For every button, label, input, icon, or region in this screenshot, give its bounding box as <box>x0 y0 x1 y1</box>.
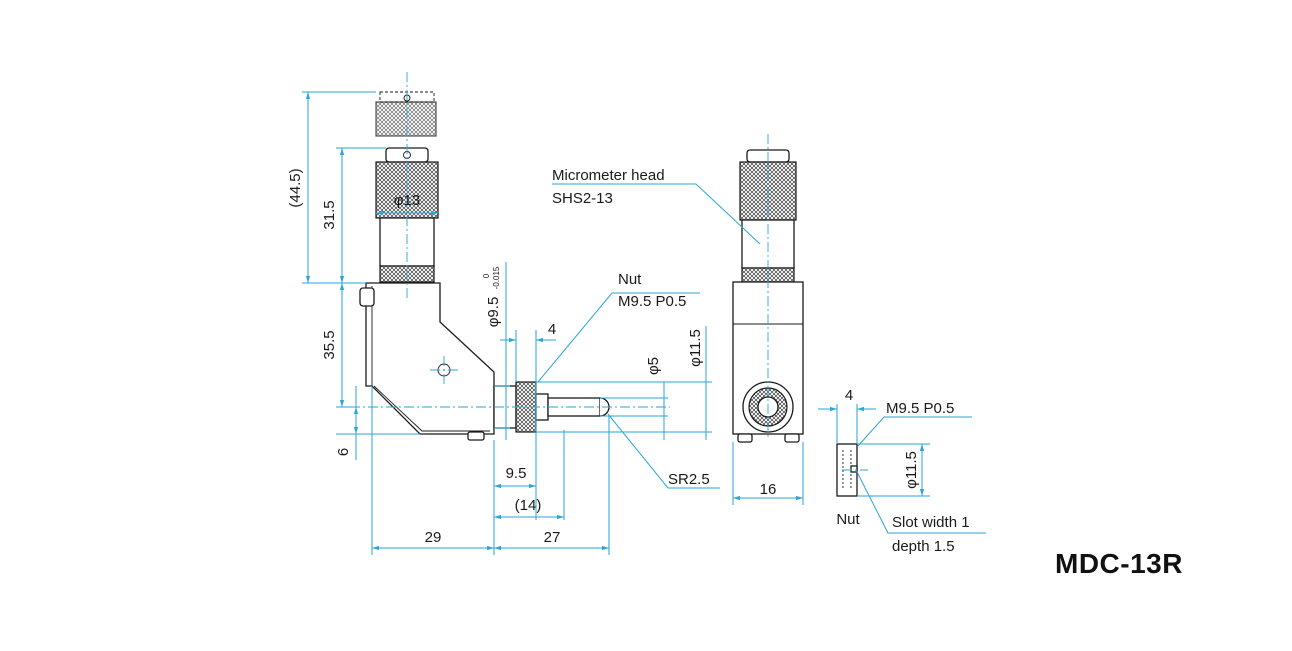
label-slot-depth: depth 1.5 <box>892 538 955 555</box>
label-nut: Nut <box>618 271 642 288</box>
label-micrometer-model: SHS2-13 <box>552 190 613 207</box>
dim-length-27: 27 <box>544 529 561 546</box>
callout-texts: Micrometer head SHS2-13 Nut M9.5 P0.5 SR… <box>552 167 970 555</box>
dim-tip-diameter: φ5 <box>645 357 662 375</box>
ghost-micrometer-head <box>375 91 437 137</box>
label-detail-nut: Nut <box>836 511 860 528</box>
front-view <box>552 134 804 505</box>
dim-head-diameter: φ13 <box>394 192 420 209</box>
dim-detail-diameter: φ11.5 <box>903 451 920 489</box>
dim-length-14: (14) <box>515 497 542 514</box>
dim-detail-width: 4 <box>845 387 853 404</box>
label-detail-thread: M9.5 P0.5 <box>886 400 954 417</box>
label-micrometer-head: Micrometer head <box>552 167 665 184</box>
dim-head-height: 31.5 <box>321 200 338 229</box>
label-slot-width: Slot width 1 <box>892 514 970 531</box>
dim-shaft-diameter: φ9.5 <box>485 297 502 328</box>
dim-length-9-5: 9.5 <box>506 465 527 482</box>
dim-body-height: 35.5 <box>321 330 338 359</box>
dim-base-offset: 6 <box>335 448 352 456</box>
dim-shaft-tolerance-lower: -0.015 <box>492 266 501 289</box>
dim-nut-diameter: φ11.5 <box>687 329 704 367</box>
dim-length-29: 29 <box>425 529 442 546</box>
label-nut-thread: M9.5 P0.5 <box>618 293 686 310</box>
dim-shaft-tolerance-upper: 0 <box>482 273 491 278</box>
bracket-body <box>359 282 495 441</box>
model-number: MDC-13R <box>1055 548 1183 579</box>
dim-total-height: (44.5) <box>287 168 304 207</box>
dim-nut-width: 4 <box>548 321 556 338</box>
dimension-texts: (44.5) 31.5 35.5 6 φ13 φ9.5 0 -0.015 4 φ… <box>287 168 920 546</box>
nut-detail <box>818 404 986 534</box>
side-view <box>302 72 720 555</box>
label-sr: SR2.5 <box>668 471 710 488</box>
dim-width-16: 16 <box>760 481 777 498</box>
